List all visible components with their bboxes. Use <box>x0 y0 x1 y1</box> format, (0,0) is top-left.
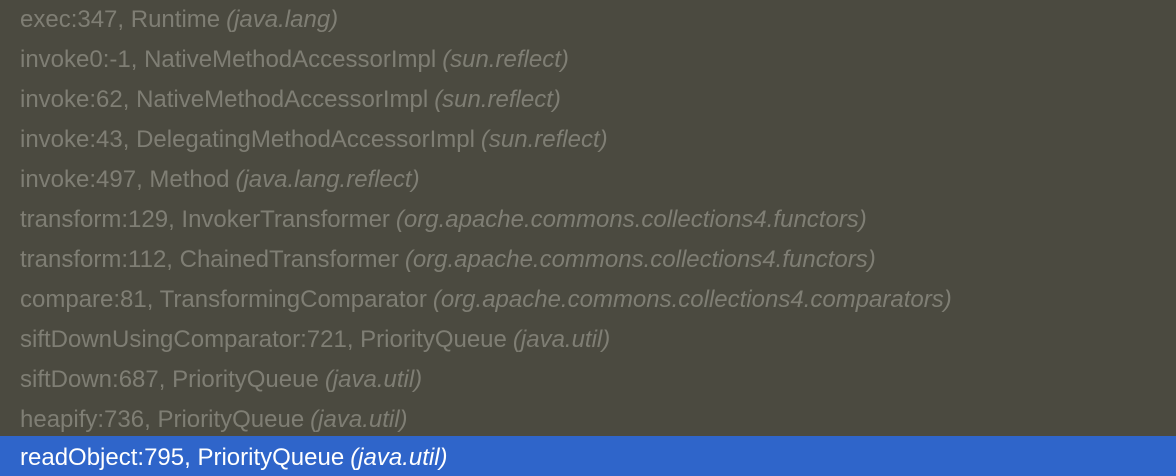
stack-frame[interactable]: invoke:497, Method(java.lang.reflect) <box>0 160 1176 200</box>
stack-frame[interactable]: siftDown:687, PriorityQueue(java.util) <box>0 360 1176 400</box>
stack-frame[interactable]: heapify:736, PriorityQueue(java.util) <box>0 400 1176 440</box>
frame-method: invoke:62, NativeMethodAccessorImpl <box>20 86 429 113</box>
frame-method: exec:347, Runtime <box>20 6 221 33</box>
frame-package: (sun.reflect) <box>442 46 569 73</box>
frame-package: (java.util) <box>512 326 611 353</box>
frame-method: transform:112, ChainedTransformer <box>20 246 399 273</box>
frame-method: invoke:43, DelegatingMethodAccessorImpl <box>20 126 475 153</box>
stack-frame[interactable]: invoke:62, NativeMethodAccessorImpl(sun.… <box>0 80 1176 120</box>
frame-package: (org.apache.commons.collections4.functor… <box>395 206 867 233</box>
frame-method: transform:129, InvokerTransformer <box>20 206 390 233</box>
frame-package: (java.util) <box>310 406 408 433</box>
frame-package: (java.lang.reflect) <box>235 166 420 193</box>
frame-package: (java.util) <box>324 366 423 393</box>
frame-package: (java.lang) <box>226 6 339 33</box>
frame-method: heapify:736, PriorityQueue <box>20 406 305 433</box>
frame-method: siftDownUsingComparator:721, PriorityQue… <box>20 326 507 353</box>
frame-package: (sun.reflect) <box>480 126 608 153</box>
frame-method: readObject:795, PriorityQueue <box>20 444 345 471</box>
frame-package: (org.apache.commons.collections4.functor… <box>404 246 876 273</box>
frame-package: (java.util) <box>350 444 448 471</box>
stack-frame[interactable]: transform:129, InvokerTransformer(org.ap… <box>0 200 1176 240</box>
stack-frame-selected[interactable]: readObject:795, PriorityQueue(java.util) <box>0 436 1176 476</box>
frame-method: compare:81, TransformingComparator <box>20 286 427 313</box>
stack-frame[interactable]: siftDownUsingComparator:721, PriorityQue… <box>0 320 1176 360</box>
frame-method: siftDown:687, PriorityQueue <box>20 366 319 393</box>
stack-frame[interactable]: compare:81, TransformingComparator(org.a… <box>0 280 1176 320</box>
frame-method: invoke0:-1, NativeMethodAccessorImpl <box>20 46 437 73</box>
frame-package: (sun.reflect) <box>434 86 561 113</box>
stack-frame[interactable]: invoke:43, DelegatingMethodAccessorImpl(… <box>0 120 1176 160</box>
frame-package: (org.apache.commons.collections4.compara… <box>432 286 952 313</box>
stack-frame[interactable]: invoke0:-1, NativeMethodAccessorImpl(sun… <box>0 40 1176 80</box>
frame-method: invoke:497, Method <box>20 166 230 193</box>
stack-frame[interactable]: exec:347, Runtime(java.lang) <box>0 0 1176 40</box>
stack-frame[interactable]: transform:112, ChainedTransformer(org.ap… <box>0 240 1176 280</box>
